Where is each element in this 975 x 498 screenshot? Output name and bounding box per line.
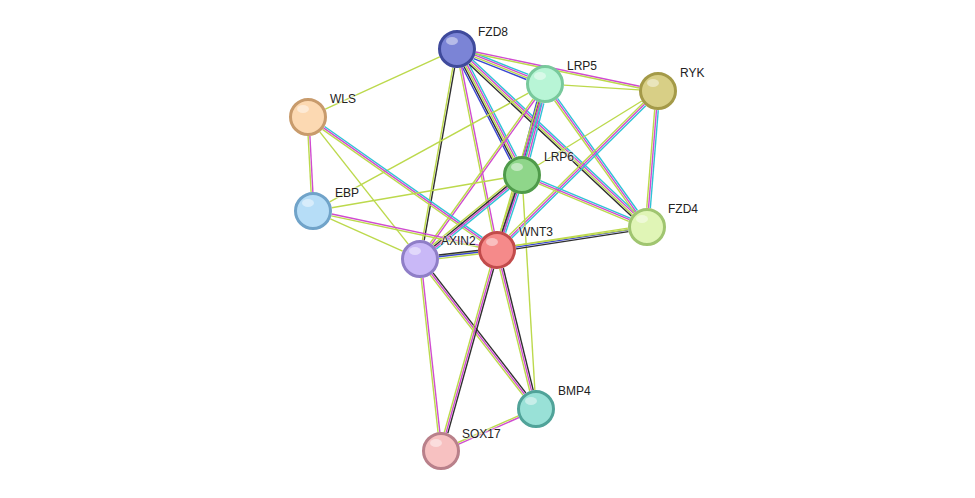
node-label: FZD4 (667, 202, 699, 216)
node-highlight (647, 79, 659, 87)
interaction-edge (458, 416, 519, 444)
evidence-line (539, 184, 629, 221)
interaction-edge (647, 110, 659, 208)
protein-node: SOX17 (422, 432, 460, 470)
interaction-edge (539, 181, 630, 222)
evidence-line (432, 274, 525, 394)
evidence-line (325, 57, 439, 109)
evidence-line (466, 66, 514, 158)
node-highlight (409, 247, 421, 255)
protein-node: FZD8 (438, 30, 476, 68)
evidence-line (458, 416, 518, 443)
evidence-line (503, 268, 533, 390)
evidence-line (308, 136, 311, 192)
evidence-line (330, 93, 529, 202)
evidence-line (540, 182, 630, 219)
evidence-line (325, 126, 483, 237)
node-label: FZD8 (477, 25, 509, 39)
node-label: SOX17 (461, 427, 502, 441)
interaction-edge (500, 192, 518, 233)
node-label: AXIN2 (440, 234, 477, 248)
protein-node: RYK (639, 72, 677, 110)
evidence-line (469, 64, 631, 216)
node-highlight (446, 37, 458, 45)
interaction-edge (325, 57, 439, 109)
evidence-line (523, 194, 535, 390)
node-highlight (302, 199, 314, 207)
node-highlight (430, 439, 442, 447)
protein-node: BMP4 (517, 390, 555, 428)
evidence-line (475, 55, 528, 76)
interaction-edge (430, 273, 526, 395)
interaction-edge (523, 194, 535, 390)
evidence-line (502, 268, 532, 390)
evidence-line (462, 67, 495, 231)
protein-node: WLS (289, 98, 327, 136)
evidence-line (423, 278, 440, 432)
node-highlight (525, 397, 537, 405)
evidence-line (470, 63, 632, 215)
evidence-line (647, 110, 655, 208)
evidence-line (459, 418, 519, 445)
node-highlight (636, 215, 648, 223)
interaction-edge (330, 219, 402, 251)
evidence-line (433, 273, 526, 393)
interaction-edge (439, 250, 479, 258)
protein-node: EBP (294, 192, 332, 230)
protein-node: LRP5 (526, 65, 564, 103)
evidence-line (564, 85, 639, 90)
node-label: RYK (679, 66, 705, 80)
evidence-line (330, 219, 402, 251)
evidence-line (649, 110, 657, 208)
node-highlight (297, 105, 309, 113)
interaction-edge (500, 268, 533, 391)
node-label: BMP4 (557, 384, 592, 398)
interaction-edge (444, 268, 493, 433)
node-highlight (511, 163, 523, 171)
evidence-line (439, 254, 478, 259)
node-label: WLS (329, 92, 357, 106)
interaction-edge (330, 93, 529, 202)
node-highlight (486, 238, 498, 246)
evidence-line (502, 193, 515, 232)
interaction-edge (460, 67, 494, 231)
evidence-line (504, 193, 517, 232)
interaction-edge (308, 136, 313, 192)
node-highlight (534, 72, 546, 80)
interaction-edge (421, 278, 440, 432)
protein-node: FZD4 (628, 208, 666, 246)
interaction-edge (564, 85, 639, 90)
evidence-line (650, 110, 658, 208)
interaction-edge (332, 178, 504, 208)
evidence-line (421, 278, 438, 432)
protein-node: WNT3 (478, 231, 516, 269)
evidence-line (500, 192, 513, 231)
evidence-line (500, 269, 530, 391)
protein-node: LRP6 (503, 156, 541, 194)
evidence-line (476, 54, 529, 75)
evidence-line (324, 128, 482, 239)
evidence-line (448, 269, 494, 433)
node-label: LRP6 (543, 150, 575, 164)
evidence-line (506, 194, 519, 233)
evidence-line (540, 181, 630, 218)
evidence-line (323, 129, 481, 240)
protein-node: AXIN2 (401, 240, 439, 278)
evidence-line (444, 268, 490, 432)
node-label: WNT3 (518, 225, 554, 239)
node-label: LRP5 (566, 59, 598, 73)
evidence-line (446, 268, 492, 432)
node-label: EBP (334, 186, 360, 200)
evidence-line (332, 178, 504, 208)
